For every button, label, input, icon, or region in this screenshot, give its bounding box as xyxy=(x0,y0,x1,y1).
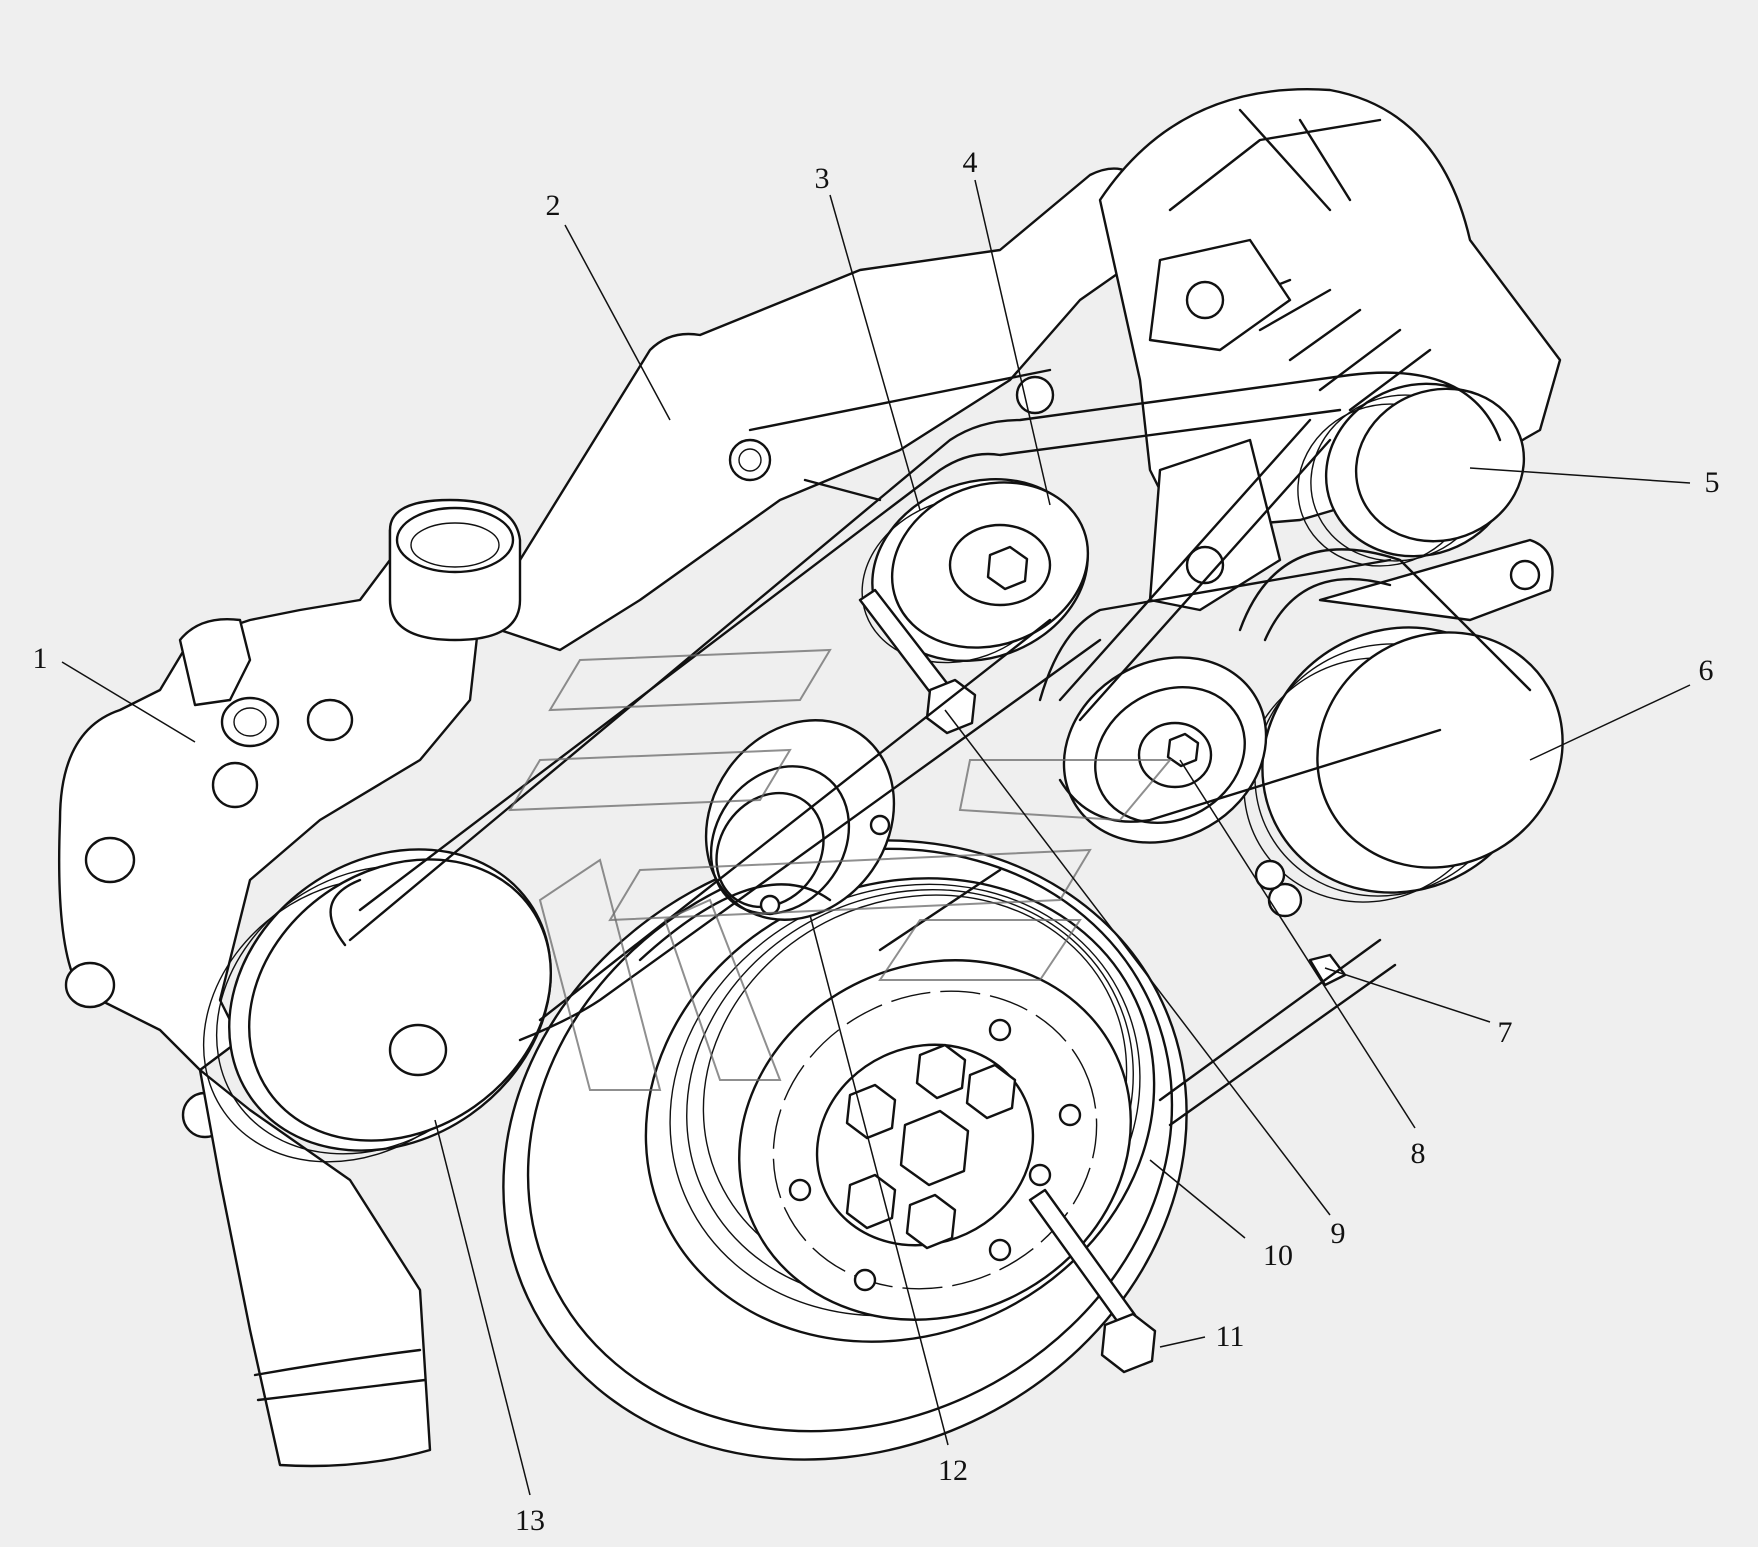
crankshaft-pulley xyxy=(502,839,1188,1461)
idler-pulley-4 xyxy=(858,477,1090,735)
leader-2 xyxy=(564,224,671,421)
leader-11 xyxy=(1159,1336,1206,1348)
callout-13: 13 xyxy=(515,1504,545,1537)
callout-4: 4 xyxy=(963,146,978,179)
callout-6: 6 xyxy=(1699,654,1714,687)
pump-pulley xyxy=(202,848,552,1163)
leader-lines xyxy=(61,179,1691,1496)
callout-9: 9 xyxy=(1331,1217,1346,1250)
leader-10 xyxy=(1149,1159,1246,1239)
alternator-pulley xyxy=(1297,382,1526,567)
idler-roller xyxy=(704,719,896,921)
water-pump-housing xyxy=(57,498,522,1468)
leader-3 xyxy=(829,194,921,511)
callout-5: 5 xyxy=(1705,466,1720,499)
logo-watermark-icon xyxy=(508,648,1173,1091)
callout-3: 3 xyxy=(815,162,830,195)
callout-11: 11 xyxy=(1216,1320,1245,1353)
leader-7 xyxy=(1324,967,1491,1023)
leader-6 xyxy=(1529,684,1691,761)
tensioner-and-pulley-6 xyxy=(1062,538,1564,987)
bolt-11 xyxy=(1028,1188,1157,1374)
callout-1: 1 xyxy=(33,642,48,675)
callout-8: 8 xyxy=(1411,1137,1426,1170)
callout-12: 12 xyxy=(938,1454,968,1487)
leader-9 xyxy=(944,709,1331,1216)
callout-10: 10 xyxy=(1263,1239,1293,1272)
callout-7: 7 xyxy=(1498,1016,1513,1049)
leader-4 xyxy=(974,179,1051,506)
callout-labels: 1 2 3 4 5 6 7 8 9 10 11 12 13 xyxy=(33,146,1720,1537)
alternator-body xyxy=(1098,88,1562,612)
leader-13 xyxy=(434,1119,531,1496)
callout-2: 2 xyxy=(546,189,561,222)
leader-12 xyxy=(809,914,949,1446)
leader-8 xyxy=(1179,759,1416,1129)
bracket-housing xyxy=(468,167,1182,652)
poly-v-belt xyxy=(329,371,1532,1127)
leader-5 xyxy=(1469,467,1691,484)
leader-1 xyxy=(61,661,196,743)
